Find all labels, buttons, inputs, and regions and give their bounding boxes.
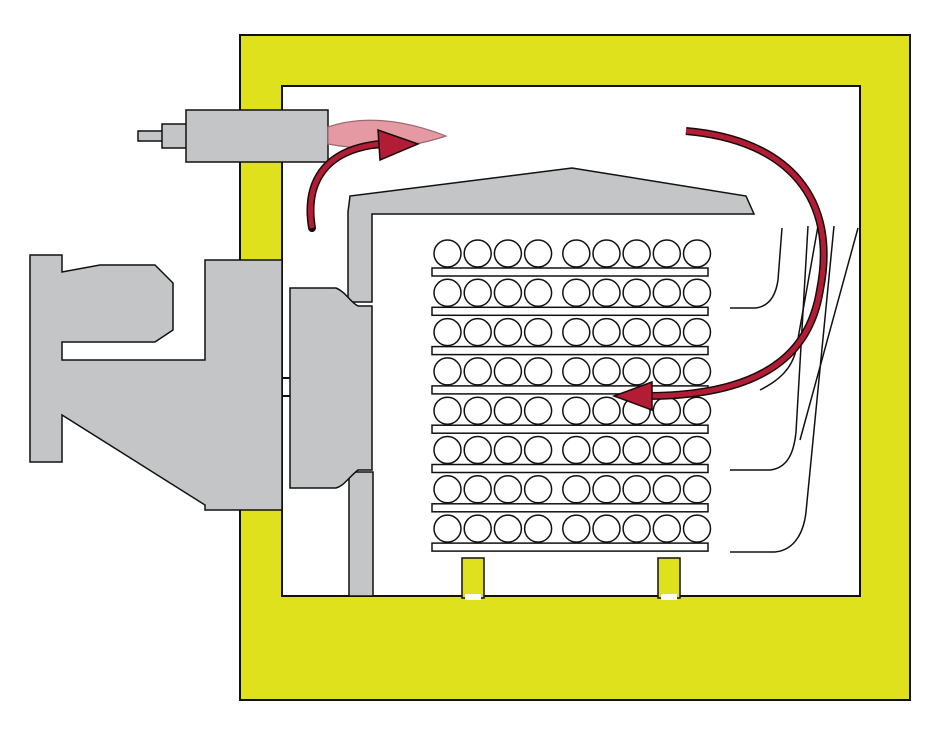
roof-baffle — [347, 167, 756, 303]
load-piece — [562, 514, 591, 543]
load-piece — [523, 396, 553, 425]
rack-shelf — [431, 345, 709, 356]
load-piece — [523, 514, 553, 543]
load-piece — [592, 239, 621, 268]
load-piece — [652, 435, 682, 465]
fan-motor-icon — [29, 254, 373, 511]
load-piece — [652, 239, 682, 268]
load-piece — [433, 514, 462, 543]
load-piece — [523, 239, 553, 268]
load-piece — [493, 396, 523, 425]
load-piece — [433, 435, 462, 465]
load-piece — [682, 396, 712, 425]
load-piece — [592, 475, 621, 504]
load-piece — [493, 239, 523, 268]
load-piece — [523, 278, 553, 308]
load-piece — [493, 317, 523, 347]
load-piece — [433, 278, 462, 308]
load-piece — [682, 239, 712, 268]
load-piece — [622, 514, 651, 543]
load-piece — [622, 239, 651, 268]
rack-row — [431, 396, 712, 434]
load-piece — [592, 435, 621, 465]
load-piece — [523, 475, 553, 504]
load-piece — [463, 239, 492, 268]
load-piece — [652, 475, 682, 504]
load-piece — [463, 278, 492, 308]
rack-shelf — [431, 542, 709, 552]
rack-support-left — [461, 557, 485, 599]
load-piece — [682, 278, 712, 308]
load-piece — [562, 396, 591, 425]
load-piece — [562, 317, 591, 347]
load-piece — [682, 435, 712, 465]
load-piece — [652, 278, 682, 308]
load-piece — [652, 357, 682, 386]
load-piece — [523, 357, 553, 386]
rack-row — [431, 435, 712, 474]
load-piece — [493, 357, 523, 386]
rack-row — [431, 514, 712, 552]
rack-shelf — [431, 424, 709, 434]
load-piece — [682, 357, 712, 386]
load-piece — [622, 278, 651, 308]
load-piece — [463, 435, 492, 465]
load-piece — [682, 475, 712, 504]
load-piece — [592, 278, 621, 308]
rack-row — [431, 317, 712, 356]
load-piece — [433, 357, 462, 386]
load-piece — [652, 317, 682, 347]
load-piece — [562, 357, 591, 386]
load-piece — [592, 357, 621, 386]
load-piece — [562, 475, 591, 504]
load-piece — [463, 475, 492, 504]
load-piece — [493, 278, 523, 308]
load-piece — [523, 317, 553, 347]
load-piece — [562, 278, 591, 308]
burner-icon — [137, 109, 329, 163]
load-piece — [652, 514, 682, 543]
lower-baffle — [348, 471, 374, 597]
load-piece — [493, 475, 523, 504]
load-piece — [523, 435, 553, 465]
rack-row — [431, 357, 712, 395]
load-piece — [463, 514, 492, 543]
rack-shelf — [431, 306, 709, 317]
load-piece — [622, 357, 651, 386]
load-piece — [463, 396, 492, 425]
load-piece — [622, 475, 651, 504]
load-piece — [463, 357, 492, 386]
load-piece — [592, 317, 621, 347]
flow-arrow-icon — [306, 127, 828, 412]
load-piece — [493, 514, 523, 543]
rack-shelf — [431, 503, 709, 513]
load-piece — [622, 435, 651, 465]
load-piece — [493, 435, 523, 465]
rack-row — [431, 278, 712, 317]
load-piece — [463, 317, 492, 347]
load-piece — [592, 396, 621, 425]
load-piece — [562, 239, 591, 268]
load-rack — [431, 239, 712, 552]
load-piece — [433, 317, 462, 347]
load-piece — [622, 317, 651, 347]
load-piece — [682, 317, 712, 347]
load-piece — [433, 396, 462, 425]
rack-support-right — [657, 557, 681, 599]
rack-row — [431, 239, 712, 277]
rack-shelf — [431, 463, 709, 474]
rack-row — [431, 475, 712, 513]
rack-shelf — [431, 267, 709, 277]
load-piece — [433, 475, 462, 504]
load-piece — [562, 435, 591, 465]
load-piece — [652, 396, 682, 425]
load-piece — [592, 514, 621, 543]
load-piece — [433, 239, 462, 268]
load-piece — [682, 514, 712, 543]
